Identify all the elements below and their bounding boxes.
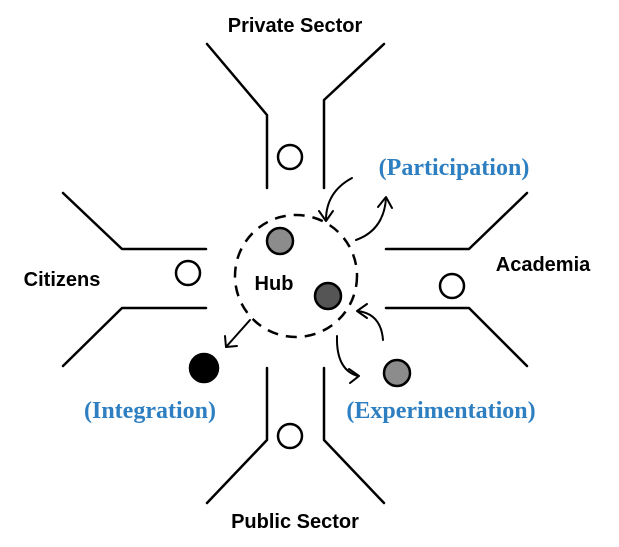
private-sector-node xyxy=(276,143,304,171)
public-sector-node xyxy=(276,422,304,450)
hub-boundary xyxy=(233,213,359,339)
hub-node-gray xyxy=(265,226,295,256)
academia-label: Academia xyxy=(496,254,591,276)
academia-node xyxy=(438,272,466,300)
experiment-node xyxy=(382,358,412,388)
private-sector-channel xyxy=(205,42,386,190)
public-sector-channel xyxy=(205,366,386,505)
citizens-label: Citizens xyxy=(24,269,101,291)
public-sector-label: Public Sector xyxy=(231,511,359,533)
integration-arrow xyxy=(224,319,251,348)
citizens-channel xyxy=(61,191,208,368)
integrated-node xyxy=(188,352,220,384)
academia-channel xyxy=(384,191,529,368)
integration-label: (Integration) xyxy=(84,398,216,424)
private-sector-label: Private Sector xyxy=(228,15,363,37)
hub-label: Hub xyxy=(255,273,294,295)
citizens-node xyxy=(174,259,202,287)
participation-label: (Participation) xyxy=(379,155,530,181)
hub-node-dark xyxy=(313,281,343,311)
experimentation-label: (Experimentation) xyxy=(346,398,535,424)
experimentation-arrows xyxy=(335,303,384,384)
participation-arrows xyxy=(318,177,393,241)
